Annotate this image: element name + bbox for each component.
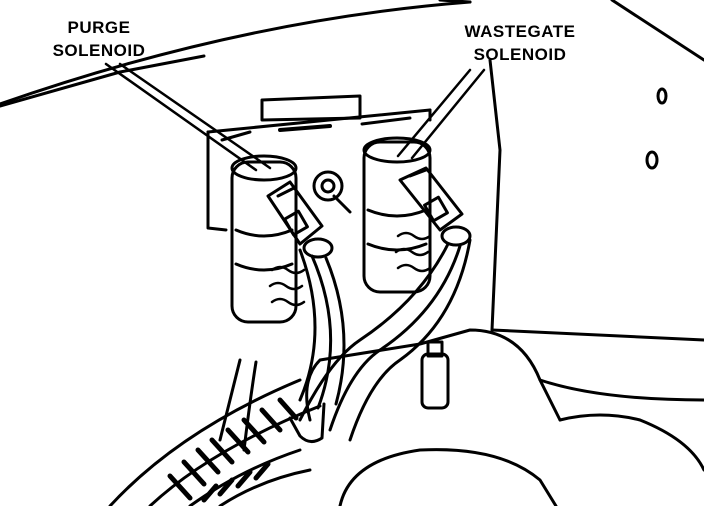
engine-housing: [288, 328, 704, 506]
callout-line: PURGE: [67, 18, 131, 37]
purge-solenoid-body: [230, 154, 298, 324]
leader-line-wastegate: [396, 68, 486, 160]
callout-line: SOLENOID: [473, 45, 567, 64]
hose-fitting: [302, 225, 472, 259]
callout-line: SOLENOID: [52, 41, 146, 60]
wastegate-connector: [398, 166, 464, 232]
firewall-panel-outline: [0, 0, 704, 342]
wastegate-solenoid-body: [362, 136, 432, 294]
purge-solenoid-callout: PURGE SOLENOID: [26, 16, 172, 62]
center-mounting-stud: [312, 170, 352, 214]
panel-fastener-hole: [645, 87, 668, 170]
coiled-wire: [268, 231, 432, 307]
purge-connector: [266, 180, 324, 246]
wiring-harness: [218, 238, 472, 452]
callout-line: WASTEGATE: [464, 22, 576, 41]
wastegate-solenoid-callout: WASTEGATE SOLENOID: [432, 20, 608, 66]
leader-line-purge: [104, 62, 272, 172]
corrugated-conduit: [108, 378, 322, 506]
